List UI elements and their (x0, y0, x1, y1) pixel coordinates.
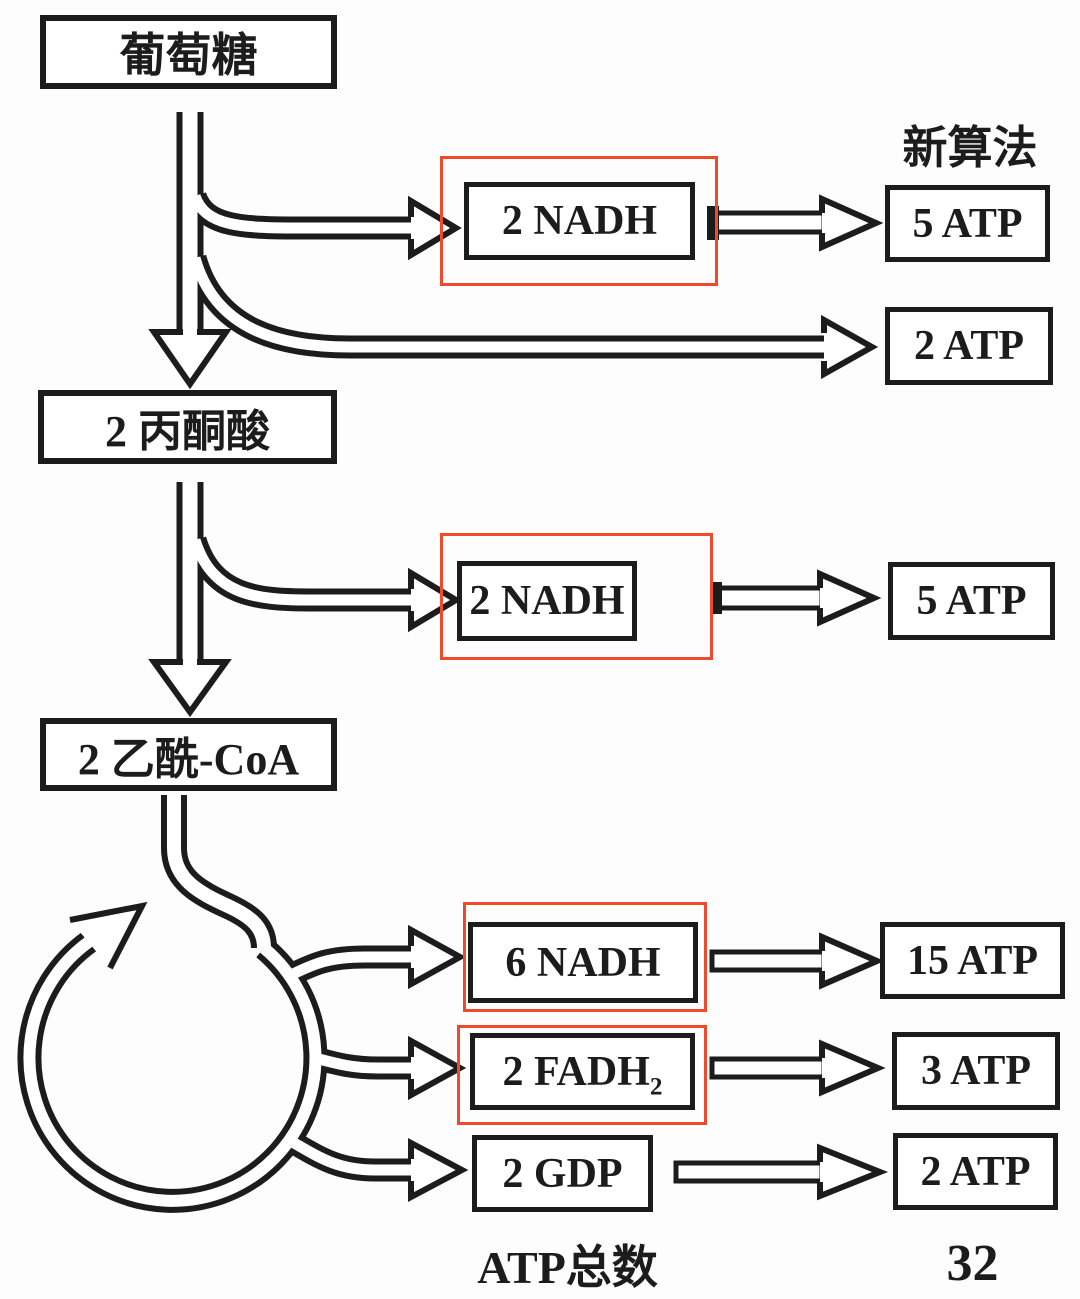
connector-tail-cap (710, 582, 722, 614)
cycle-nadh-label: 6 NADH (505, 939, 661, 986)
pyruvate-label: 2 丙酮酸 (105, 407, 270, 456)
highlight-frame-glycolysis-nadh (440, 156, 718, 286)
fadh2-subscript: 2 (649, 1072, 663, 1100)
pyruvate-nadh-label: 2 NADH (469, 578, 625, 624)
cycle-fadh2-label: 2 FADH2 (502, 1048, 663, 1099)
highlight-frame-cycle-fadh2 (457, 1025, 707, 1125)
cycle-direction-arrowhead (69, 901, 148, 970)
glycolysis-nadh-atp-box: 5 ATP (885, 185, 1050, 262)
cycle-gdp-atp-box: 2 ATP (893, 1133, 1058, 1210)
pyruvate-box: 2 丙酮酸 (38, 390, 337, 464)
pyruvate-nadh-box: 2 NADH (457, 561, 637, 641)
fadh2-base-text: 2 FADH (502, 1048, 650, 1095)
glycolysis-substrate-atp-label: 2 ATP (913, 323, 1025, 369)
atp-total-label: ATP总数 (440, 1236, 695, 1293)
glycolysis-substrate-atp-box: 2 ATP (885, 307, 1053, 385)
pyruvate-nadh-atp-label: 5 ATP (916, 578, 1027, 624)
highlight-frame-cycle-nadh (463, 902, 707, 1012)
glucose-label: 葡萄糖 (119, 30, 258, 81)
atp-total-value: 32 (900, 1234, 1045, 1292)
new-method-column-header: 新算法 (880, 116, 1060, 173)
glycolysis-nadh-box: 2 NADH (464, 182, 695, 260)
acetyl-coa-box: 2 乙酰-CoA (40, 718, 337, 791)
glycolysis-nadh-atp-label: 5 ATP (912, 200, 1023, 247)
new-method-label: 新算法 (902, 122, 1038, 173)
pyruvate-nadh-atp-box: 5 ATP (888, 562, 1055, 640)
cycle-fadh2-box: 2 FADH2 (470, 1033, 695, 1110)
cycle-fadh2-atp-label: 3 ATP (920, 1048, 1032, 1094)
highlight-frame-pyruvate-nadh (440, 533, 713, 660)
atp-total-label-text: ATP总数 (477, 1242, 658, 1293)
cycle-nadh-box: 6 NADH (468, 922, 698, 1003)
acetyl-coa-label: 2 乙酰-CoA (77, 734, 300, 784)
cycle-gdp-atp-label: 2 ATP (920, 1148, 1031, 1195)
glucose-box: 葡萄糖 (40, 15, 337, 89)
cycle-gdp-box: 2 GDP (472, 1135, 653, 1212)
atp-total-value-text: 32 (946, 1234, 999, 1292)
cycle-nadh-atp-box: 15 ATP (880, 922, 1065, 999)
cycle-nadh-atp-label: 15 ATP (906, 937, 1039, 984)
cycle-gdp-label: 2 GDP (502, 1150, 623, 1197)
glycolysis-nadh-label: 2 NADH (501, 198, 658, 244)
cycle-fadh2-atp-box: 3 ATP (892, 1032, 1060, 1110)
arrowheads (69, 194, 889, 1202)
